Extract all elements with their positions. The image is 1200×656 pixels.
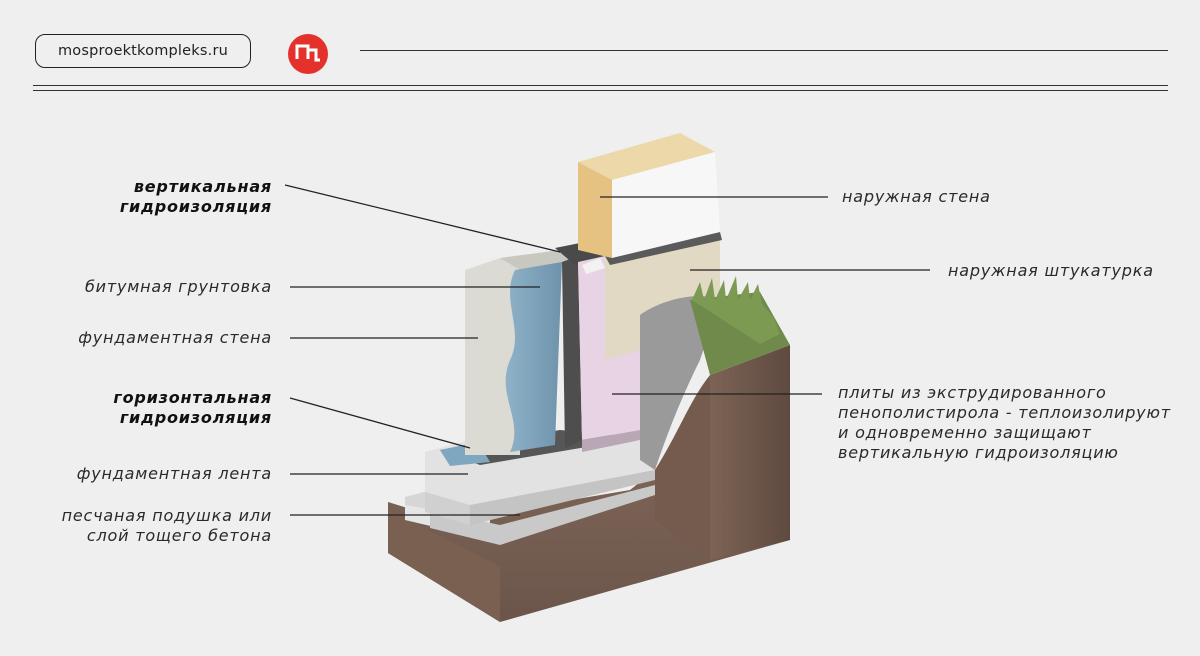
gravel-backfill <box>640 295 720 470</box>
label-sand-cushion: песчаная подушка или слой тощего бетона <box>61 506 272 545</box>
label-foundation-strip: фундаментная лента <box>76 464 272 483</box>
header-rule <box>360 50 1168 51</box>
divider-line-upper <box>33 85 1168 86</box>
mp-logo-icon <box>288 34 328 74</box>
label-bitumen-primer: битумная грунтовка <box>84 277 272 296</box>
divider-line-lower <box>33 90 1168 91</box>
site-url-text: mosproektkompleks.ru <box>57 43 228 59</box>
grass-surface <box>690 276 790 375</box>
soil-block <box>388 345 790 622</box>
label-outer-plaster: наружная штукатурка <box>948 261 1154 280</box>
label-outer-wall: наружная стена <box>842 187 991 206</box>
label-foundation-wall: фундаментная стена <box>78 328 272 347</box>
leader-lines <box>284 184 930 516</box>
site-url-badge[interactable]: mosproektkompleks.ru <box>35 34 251 68</box>
foundation-wall-block <box>465 250 575 455</box>
label-horizontal-waterproofing: горизонтальная гидроизоляция <box>113 388 272 427</box>
label-vertical-waterproofing: вертикальная гидроизоляция <box>119 177 272 216</box>
label-xps-boards: плиты из экструдированного пенополистиро… <box>838 383 1171 462</box>
outer-plaster-layer <box>605 232 722 360</box>
outer-wall-block <box>578 133 720 258</box>
vertical-waterproofing-layer <box>562 256 582 448</box>
